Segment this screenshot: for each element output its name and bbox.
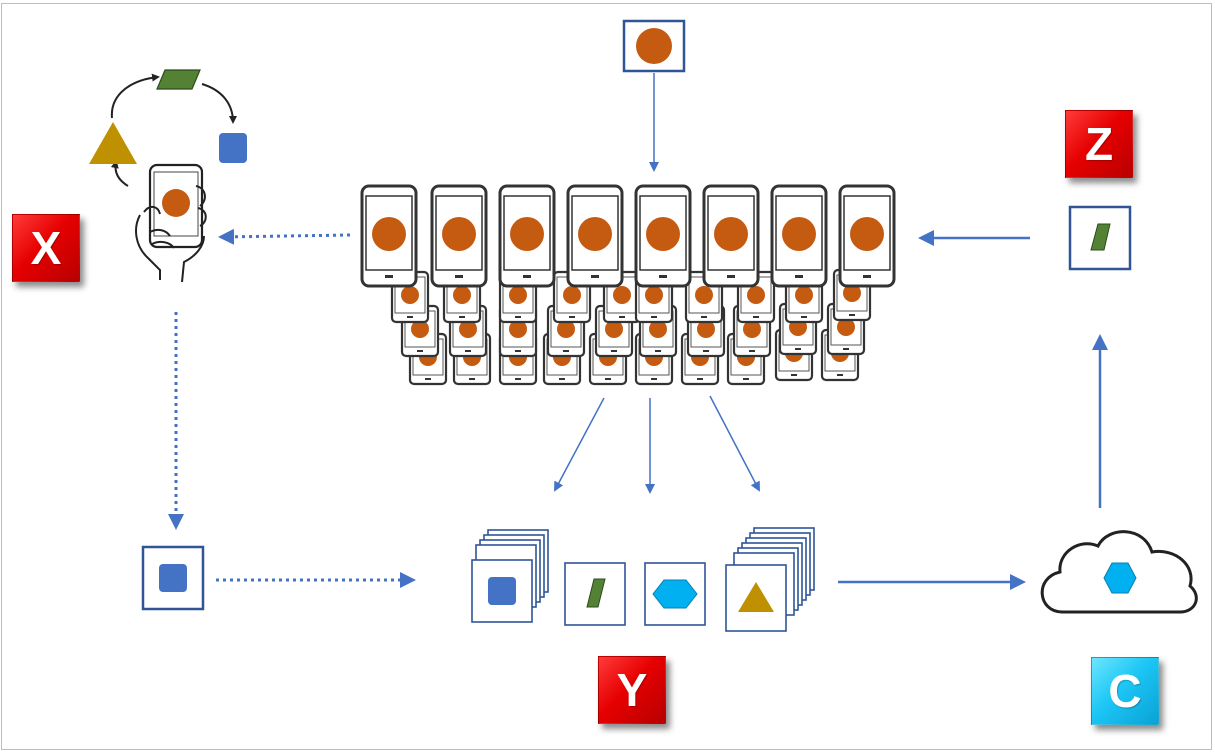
blue-square-icon <box>141 545 205 611</box>
dotted-arrow-fleet-to-device <box>218 228 351 245</box>
badge-z: Z <box>1065 110 1133 178</box>
badge-x-label: X <box>30 222 62 274</box>
arrow-fleet-to-cards-right <box>709 395 760 492</box>
smartphone-fleet-icon <box>360 184 896 386</box>
badge-y: Y <box>598 656 666 724</box>
arrow-fleet-to-cards-left <box>554 397 605 492</box>
badge-c-label: C <box>1108 665 1142 717</box>
card-stack-square <box>471 529 549 623</box>
green-parallelogram-icon <box>1068 205 1132 271</box>
input-item-icon <box>622 19 686 73</box>
badge-z-label: Z <box>1084 118 1114 170</box>
badge-y-label: Y <box>616 664 648 716</box>
diagram-frame <box>1 3 1212 750</box>
shape-cycle-icon <box>89 69 247 187</box>
cloud-icon <box>1040 530 1198 614</box>
badge-c: C <box>1091 657 1159 725</box>
card-hexagon <box>644 562 706 626</box>
card-stack-triangle <box>725 527 815 632</box>
card-parallelogram <box>564 562 626 626</box>
hand-holding-phone-icon <box>135 163 207 283</box>
badge-x: X <box>12 214 80 282</box>
